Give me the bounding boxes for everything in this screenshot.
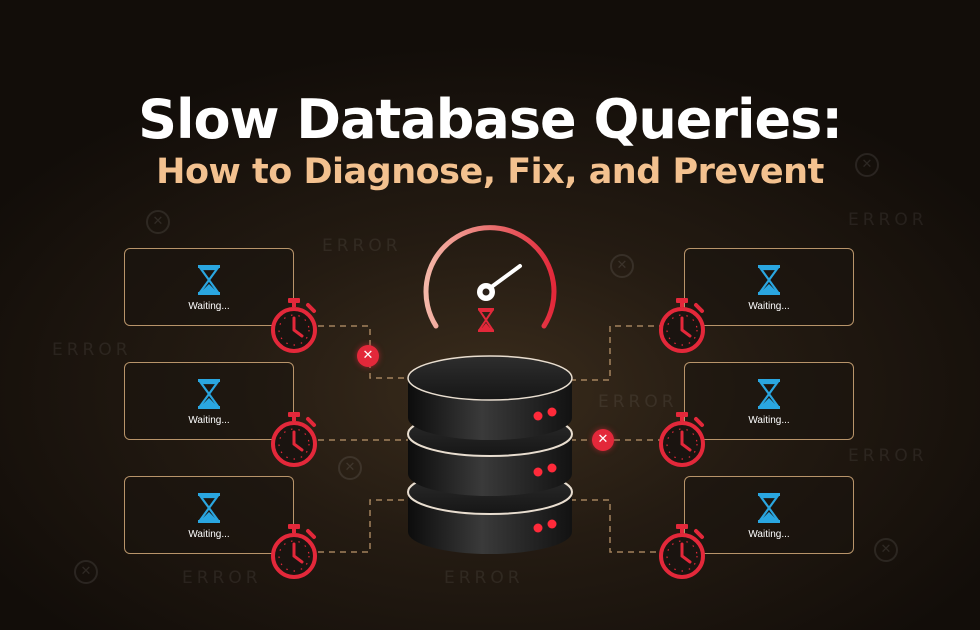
faint-x-icon: ✕ xyxy=(874,538,898,562)
card-status: Waiting... xyxy=(748,415,790,426)
error-watermark: ERROR xyxy=(848,446,928,466)
stopwatch-icon xyxy=(271,412,317,467)
card-status: Waiting... xyxy=(188,415,230,426)
error-watermark: ERROR xyxy=(848,210,928,230)
hourglass-icon xyxy=(758,379,780,409)
page-subtitle: How to Diagnose, Fix, and Prevent xyxy=(156,152,824,192)
error-watermark: ERROR xyxy=(322,236,402,256)
waiting-card: Waiting... xyxy=(124,248,294,326)
faint-x-icon: ✕ xyxy=(338,456,362,480)
stopwatch-icon xyxy=(271,298,317,353)
waiting-card: Waiting... xyxy=(684,248,854,326)
faint-x-icon: ✕ xyxy=(74,560,98,584)
stopwatch-icon xyxy=(271,524,317,579)
hourglass-icon xyxy=(198,493,220,523)
error-watermark: ERROR xyxy=(52,340,132,360)
error-x-icon: ✕ xyxy=(592,429,614,451)
faint-x-icon: ✕ xyxy=(855,153,879,177)
hourglass-icon xyxy=(478,308,494,332)
error-watermark: ERROR xyxy=(598,392,678,412)
hourglass-icon xyxy=(198,265,220,295)
hourglass-icon xyxy=(758,493,780,523)
error-x-icon: ✕ xyxy=(357,345,379,367)
stopwatch-icon xyxy=(659,298,705,353)
waiting-card: Waiting... xyxy=(124,362,294,440)
hourglass-icon xyxy=(758,265,780,295)
hourglass-icon xyxy=(198,379,220,409)
page-title: Slow Database Queries: xyxy=(138,88,843,151)
faint-x-icon: ✕ xyxy=(610,254,634,278)
card-status: Waiting... xyxy=(748,301,790,312)
waiting-card: Waiting... xyxy=(684,362,854,440)
card-status: Waiting... xyxy=(748,529,790,540)
error-watermark: ERROR xyxy=(182,568,262,588)
waiting-card: Waiting... xyxy=(124,476,294,554)
faint-x-icon: ✕ xyxy=(146,210,170,234)
card-status: Waiting... xyxy=(188,529,230,540)
waiting-card: Waiting... xyxy=(684,476,854,554)
card-status: Waiting... xyxy=(188,301,230,312)
stopwatch-icon xyxy=(659,412,705,467)
speedometer-icon xyxy=(423,225,557,332)
database-icon xyxy=(407,355,573,554)
stopwatch-icon xyxy=(659,524,705,579)
error-watermark: ERROR xyxy=(444,568,524,588)
